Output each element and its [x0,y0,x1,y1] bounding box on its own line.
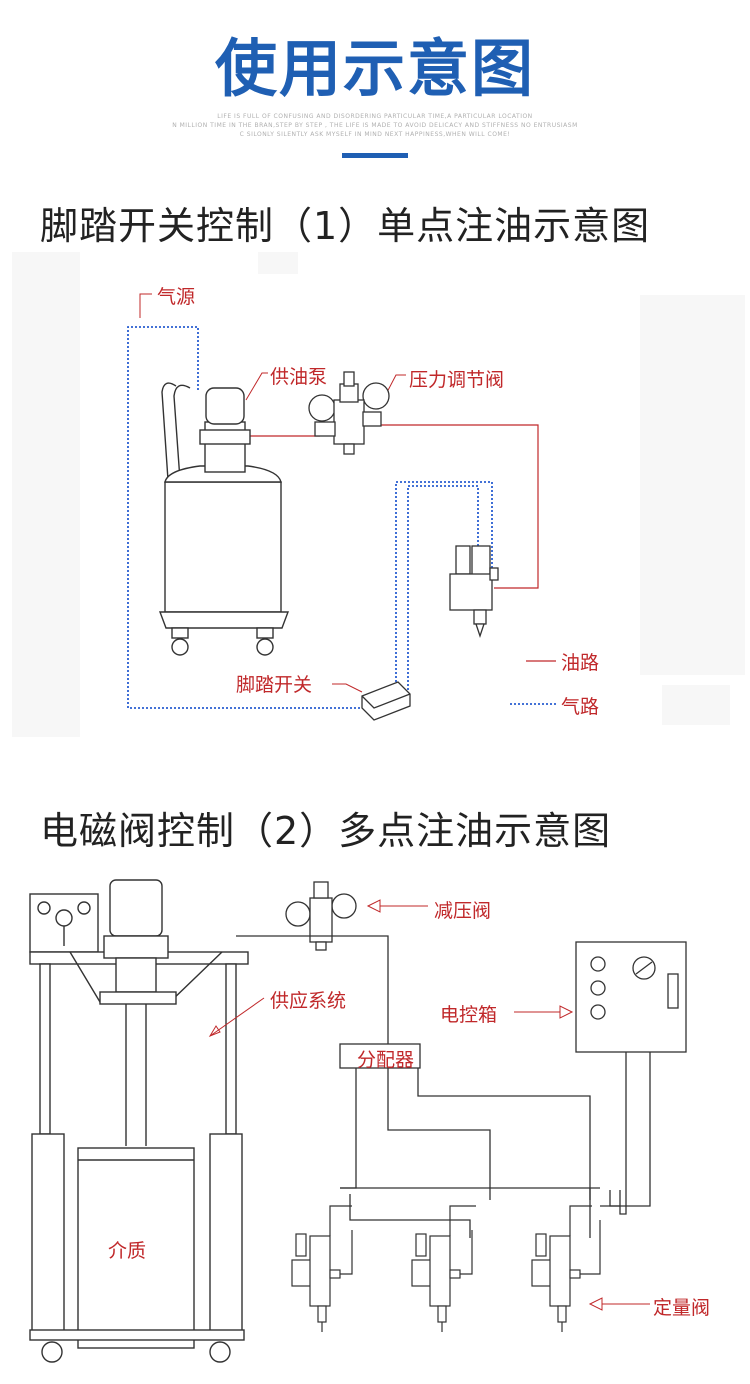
section1-bg-left [12,252,80,737]
oil-line-path [245,424,539,589]
dispensing-valve [449,545,499,639]
label-oil-pump: 供油泵 [270,366,328,388]
section2-title: 电磁阀控制（2）多点注油示意图 [40,809,612,853]
section1-bg-right [640,295,745,675]
label-reducing-valve: 减压阀 [434,900,492,922]
section1-bg-right-small [662,685,730,725]
label-metering-valve: 定量阀 [653,1297,711,1319]
label-foot-switch: 脚踏开关 [236,674,313,696]
section1-bg-top [258,252,298,274]
reducing-valve [285,881,357,951]
header-subtext-line-1: LIFE IS FULL OF CONFUSING AND DISORDERIN… [217,113,533,120]
label-control-box: 电控箱 [440,1004,498,1026]
label-distributor: 分配器 [357,1049,415,1071]
section1-diagram [127,293,556,721]
page-title: 使用示意图 [214,32,535,105]
pressure-regulating-valve [308,371,390,455]
metering-valve-3 [531,1233,581,1332]
metering-valve-2 [411,1233,461,1332]
label-medium: 介质 [108,1240,147,1262]
metering-valve-1 [291,1233,341,1332]
section2-diagram [29,879,687,1363]
air-line-path [127,326,493,709]
control-box [575,941,687,1053]
label-pressure-valve: 压力调节阀 [409,369,505,391]
oil-pump-barrel [158,382,290,656]
label-air-source: 气源 [157,286,196,308]
header-subtext-line-3: C SILONLY SILENTLY ASK MYSELF IN MIND NE… [239,131,511,138]
legend-oil-line: 油路 [561,652,600,674]
legend-air-line: 气路 [561,696,600,718]
section1-title: 脚踏开关控制（1）单点注油示意图 [40,204,651,248]
foot-switch [361,681,411,721]
header-subtext-line-2: N MILLION TIME IN THE BRAN,STEP BY STEP … [172,122,578,129]
title-underline [342,153,408,158]
supply-system-frame [29,879,249,1363]
label-supply-system: 供应系统 [270,990,347,1012]
